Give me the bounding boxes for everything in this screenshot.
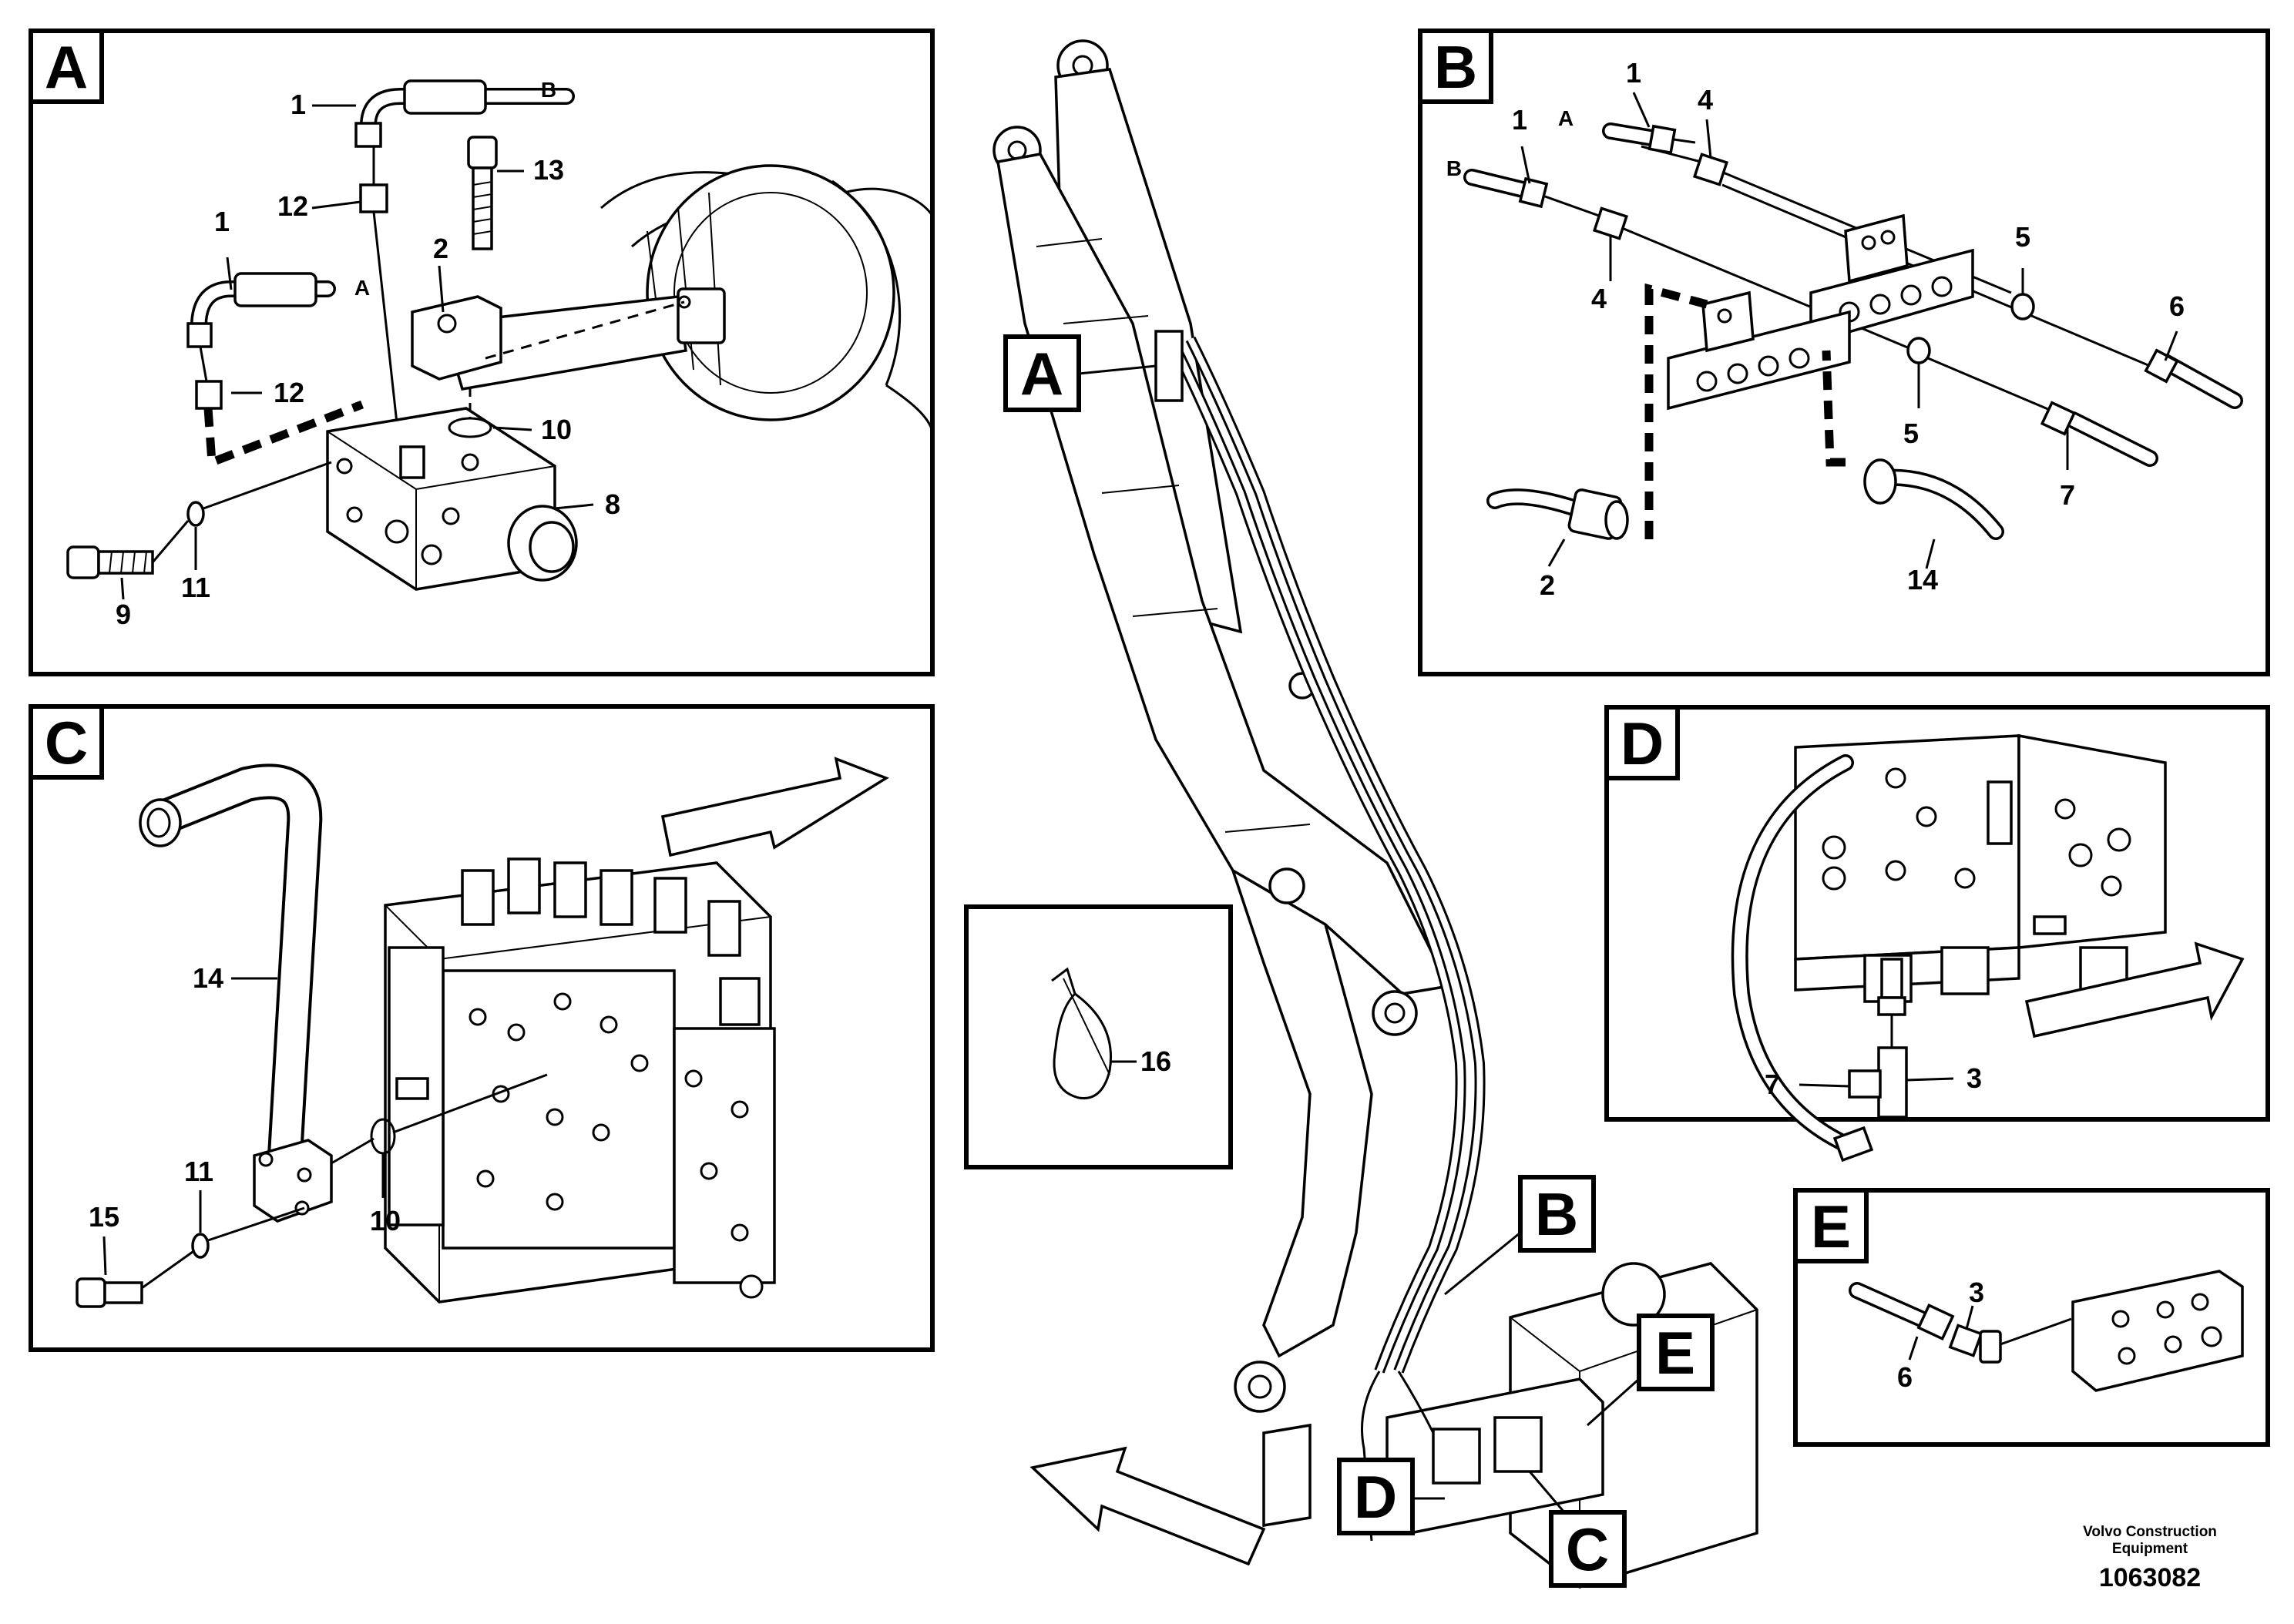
clip-frame bbox=[964, 904, 1233, 1169]
svg-text:B: B bbox=[1535, 1180, 1578, 1248]
callout-b-a: A bbox=[1558, 106, 1574, 130]
callout-d-3: 3 bbox=[1967, 1062, 1982, 1094]
callout-a-12-lower: 12 bbox=[274, 377, 304, 408]
view-c-letter-box bbox=[29, 704, 104, 780]
screw-15 bbox=[76, 1277, 143, 1308]
view-c: C bbox=[29, 704, 935, 1352]
cable-tie-16 bbox=[1051, 967, 1113, 1100]
callout-b-14: 14 bbox=[1907, 564, 1938, 596]
direction-arrow-machine bbox=[1029, 1446, 1266, 1566]
valve-section-d bbox=[1794, 733, 2167, 1003]
dash-connection-b2 bbox=[1822, 350, 1846, 467]
bracket-lower bbox=[1667, 290, 1851, 411]
callout-b-b: B bbox=[1446, 156, 1462, 180]
callout-e-6: 6 bbox=[1897, 1361, 1913, 1393]
callout-b-4-lower: 4 bbox=[1591, 283, 1607, 314]
callout-a-2: 2 bbox=[433, 233, 448, 264]
callout-d-7: 7 bbox=[1765, 1069, 1780, 1100]
dash-connection-a bbox=[203, 400, 364, 468]
pipe-14 bbox=[139, 763, 333, 1223]
nut-5-upper bbox=[2010, 293, 2035, 320]
callout-b-5-lower: 5 bbox=[1903, 418, 1919, 449]
final-drive-housing bbox=[600, 164, 934, 432]
machine-label-e: E bbox=[1586, 1314, 1715, 1427]
view-a-letter: A bbox=[45, 33, 88, 101]
svg-text:C: C bbox=[1566, 1515, 1609, 1583]
control-valve bbox=[384, 857, 776, 1304]
company-line-1: Volvo Construction bbox=[2083, 1524, 2217, 1540]
callout-e-3: 3 bbox=[1969, 1277, 1984, 1308]
callout-b-1-upper: 1 bbox=[1626, 57, 1641, 89]
callout-a-1-upper: 1 bbox=[291, 89, 306, 120]
footer-credit: Volvo Construction Equipment 1063082 bbox=[2050, 1524, 2250, 1595]
nut-5-lower bbox=[1906, 337, 1931, 364]
callout-b-1-lower: 1 bbox=[1512, 104, 1527, 136]
callout-a-9: 9 bbox=[116, 599, 131, 630]
machine-label-c: C bbox=[1528, 1471, 1627, 1588]
svg-text:E: E bbox=[1655, 1319, 1695, 1387]
callout-a-12-upper: 12 bbox=[277, 190, 308, 222]
callout-b-4-upper: 4 bbox=[1698, 84, 1713, 116]
view-e-letter: E bbox=[1811, 1193, 1851, 1260]
hose-b bbox=[354, 79, 575, 148]
view-a-letter-box bbox=[29, 29, 104, 104]
view-d-letter: D bbox=[1621, 710, 1664, 777]
machine-label-b: B bbox=[1444, 1175, 1596, 1296]
fitting-4-upper bbox=[1692, 153, 1729, 186]
machine-label-d: D bbox=[1337, 1458, 1445, 1535]
callout-b-2: 2 bbox=[1540, 569, 1555, 601]
direction-arrow-c bbox=[660, 757, 889, 857]
pipe-2 bbox=[411, 287, 726, 391]
washer-11 bbox=[186, 501, 205, 527]
callout-a-10: 10 bbox=[541, 414, 572, 445]
callout-b-6: 6 bbox=[2169, 290, 2185, 322]
callout-c-11: 11 bbox=[184, 1156, 213, 1187]
callout-clip-16: 16 bbox=[1140, 1045, 1171, 1077]
drawing-number: 1063082 bbox=[2098, 1563, 2202, 1592]
screw-9 bbox=[66, 545, 154, 579]
view-a: A bbox=[29, 29, 935, 676]
view-d-letter-box bbox=[1604, 705, 1680, 780]
callout-a-11: 11 bbox=[181, 572, 210, 603]
valve-block-8 bbox=[326, 407, 578, 591]
excavator-boom bbox=[992, 39, 1758, 1589]
svg-text:D: D bbox=[1354, 1463, 1397, 1531]
callout-a-13: 13 bbox=[533, 154, 564, 186]
callout-b-5-upper: 5 bbox=[2015, 221, 2030, 253]
view-d: D bbox=[1604, 705, 2270, 1163]
callout-b-7: 7 bbox=[2060, 479, 2075, 511]
view-clip-16: 16 bbox=[964, 904, 1233, 1169]
adapter-12-lower bbox=[195, 380, 223, 410]
callout-a-1-lower: 1 bbox=[214, 206, 230, 237]
view-b-letter: B bbox=[1434, 33, 1477, 101]
view-e-letter-box bbox=[1793, 1188, 1869, 1263]
screw-13 bbox=[467, 136, 498, 250]
view-e: E 3 6 bbox=[1793, 1188, 2270, 1447]
callout-c-15: 15 bbox=[89, 1201, 119, 1233]
view-b-letter-box bbox=[1418, 29, 1493, 104]
callout-a-b: B bbox=[541, 78, 556, 102]
dash-connection-b1 bbox=[1644, 283, 1708, 539]
company-line-2: Equipment bbox=[2111, 1541, 2188, 1557]
washer-11-c bbox=[191, 1233, 210, 1259]
svg-text:A: A bbox=[1020, 340, 1063, 408]
view-b: B bbox=[1418, 29, 2270, 676]
tee-fitting-3 bbox=[1832, 958, 1908, 1163]
callout-c-10: 10 bbox=[370, 1205, 401, 1236]
callout-a-8: 8 bbox=[605, 488, 620, 520]
direction-arrow-d bbox=[2024, 941, 2245, 1038]
machine-label-a: A bbox=[1003, 334, 1157, 412]
adapter-12-upper bbox=[359, 183, 388, 213]
callout-c-14: 14 bbox=[193, 962, 223, 994]
view-c-letter: C bbox=[45, 709, 88, 777]
elbow-3 bbox=[1948, 1324, 1983, 1357]
callout-a-a: A bbox=[354, 276, 370, 300]
